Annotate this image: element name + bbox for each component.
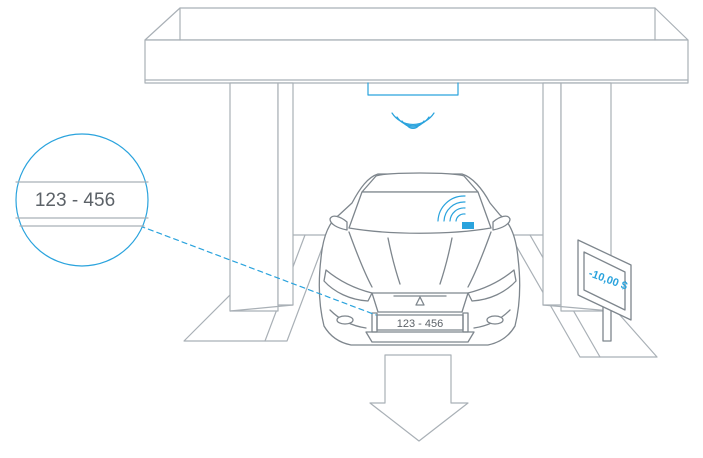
right-pillar	[509, 82, 658, 358]
plate-number: 123 - 456	[397, 318, 443, 330]
left-pillar	[183, 82, 328, 342]
gantry-roof	[144, 7, 689, 84]
license-plate: 123 - 456	[371, 312, 469, 333]
rfid-reader	[367, 82, 459, 96]
arrow-down-icon	[369, 354, 469, 442]
scan-line	[139, 225, 377, 316]
zoom-plate-number: 123 - 456	[35, 190, 115, 211]
windshield-tag	[462, 222, 474, 229]
car	[318, 172, 521, 346]
zoom-circle: 123 - 456	[15, 133, 149, 267]
price-sign: -10,00 $	[577, 239, 632, 342]
wifi-signal-icon	[437, 195, 466, 222]
wifi-signal-icon	[391, 112, 435, 129]
